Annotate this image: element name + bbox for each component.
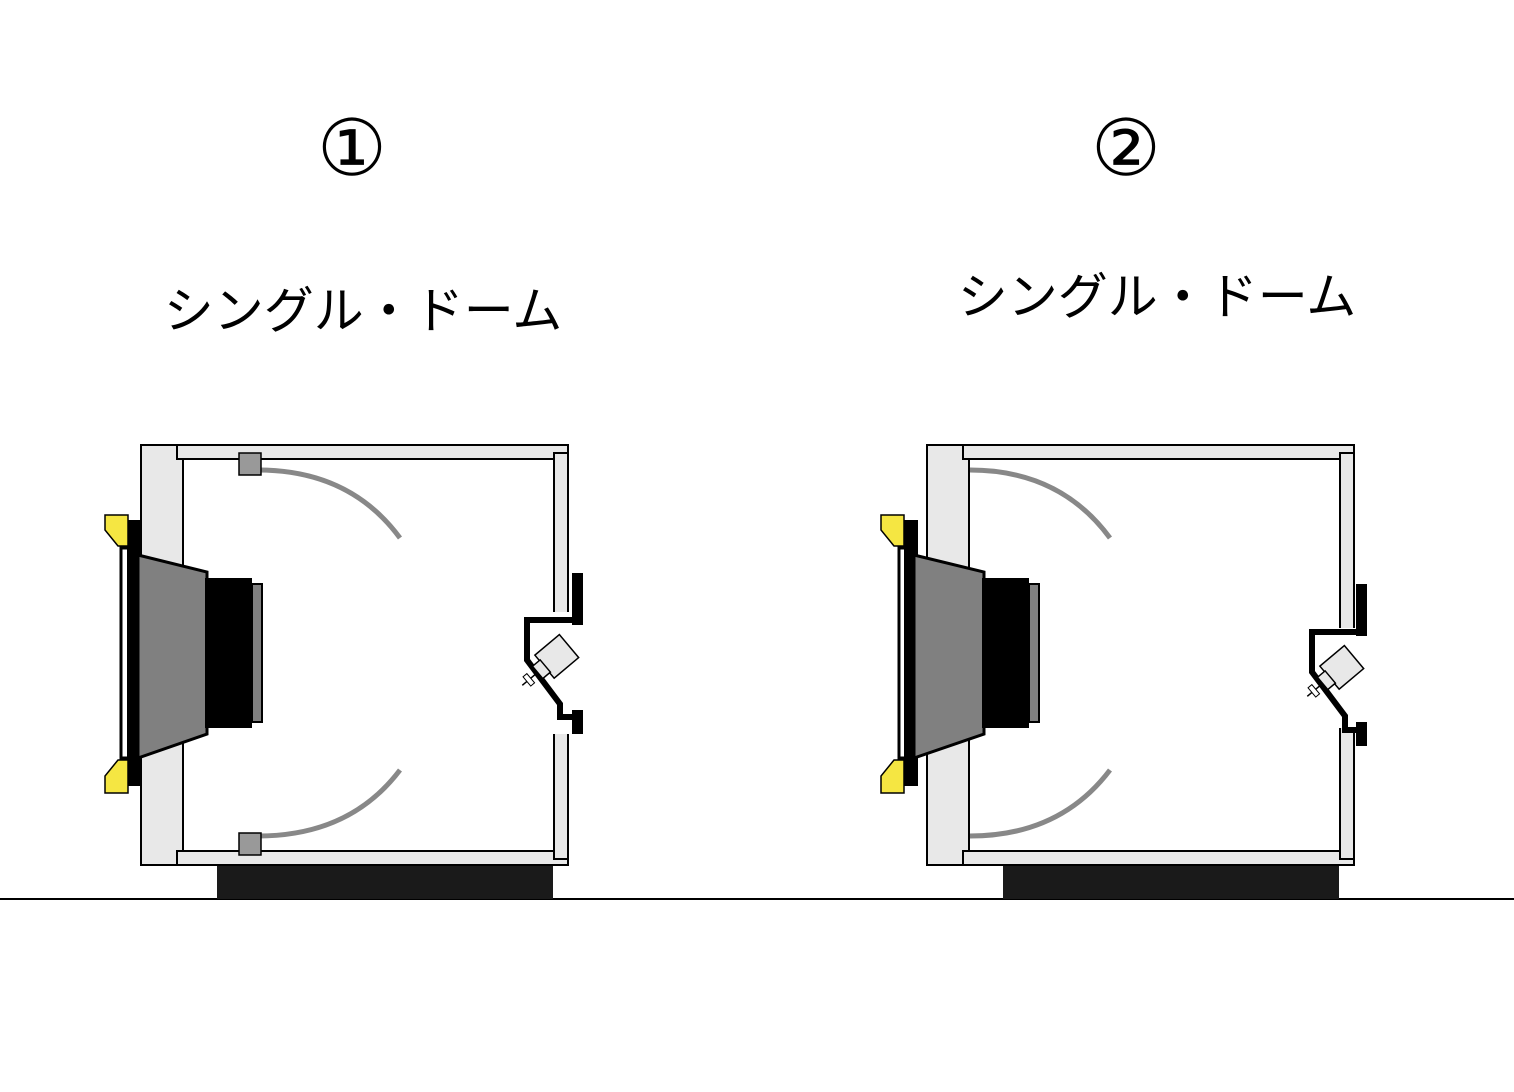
- driver-cone: [136, 553, 209, 761]
- top-panel: [176, 444, 569, 460]
- dome-arc-top: [969, 467, 1113, 540]
- dome-arc-bottom: [969, 768, 1112, 839]
- clip-bottom: [104, 759, 129, 794]
- panel-1-title: シングル・ドーム: [163, 282, 563, 340]
- base-block: [1003, 865, 1339, 899]
- panel-2-number: ②: [1091, 104, 1161, 194]
- bottom-panel: [176, 850, 569, 866]
- dome-arc-top: [257, 467, 403, 540]
- clip-top: [104, 514, 129, 547]
- base-block: [217, 865, 553, 899]
- panel-2-title: シングル・ドーム: [957, 268, 1357, 326]
- bracket-tab-bottom: [572, 710, 583, 734]
- panel-1-diagram: [104, 444, 583, 899]
- panel-1-number: ①: [317, 104, 387, 194]
- tweeter: [521, 633, 580, 687]
- panel-2-diagram: [880, 444, 1367, 899]
- driver-cone: [912, 553, 986, 761]
- bracket-tab-bottom: [1356, 722, 1367, 746]
- driver-magnet: [205, 578, 252, 728]
- bracket-tab-top: [1356, 584, 1367, 636]
- driver-magnet-plate: [1028, 583, 1040, 723]
- bracket-tab-top: [572, 573, 583, 625]
- driver-magnet: [982, 578, 1029, 728]
- clip-top: [880, 514, 905, 547]
- top-panel: [962, 444, 1355, 460]
- bottom-panel: [962, 850, 1355, 866]
- dome-arc-bottom: [257, 768, 402, 839]
- tweeter: [1306, 644, 1365, 698]
- mount-block-bottom: [238, 832, 262, 856]
- driver-magnet-plate: [251, 583, 263, 723]
- mount-block-top: [238, 452, 262, 476]
- clip-bottom: [880, 759, 905, 794]
